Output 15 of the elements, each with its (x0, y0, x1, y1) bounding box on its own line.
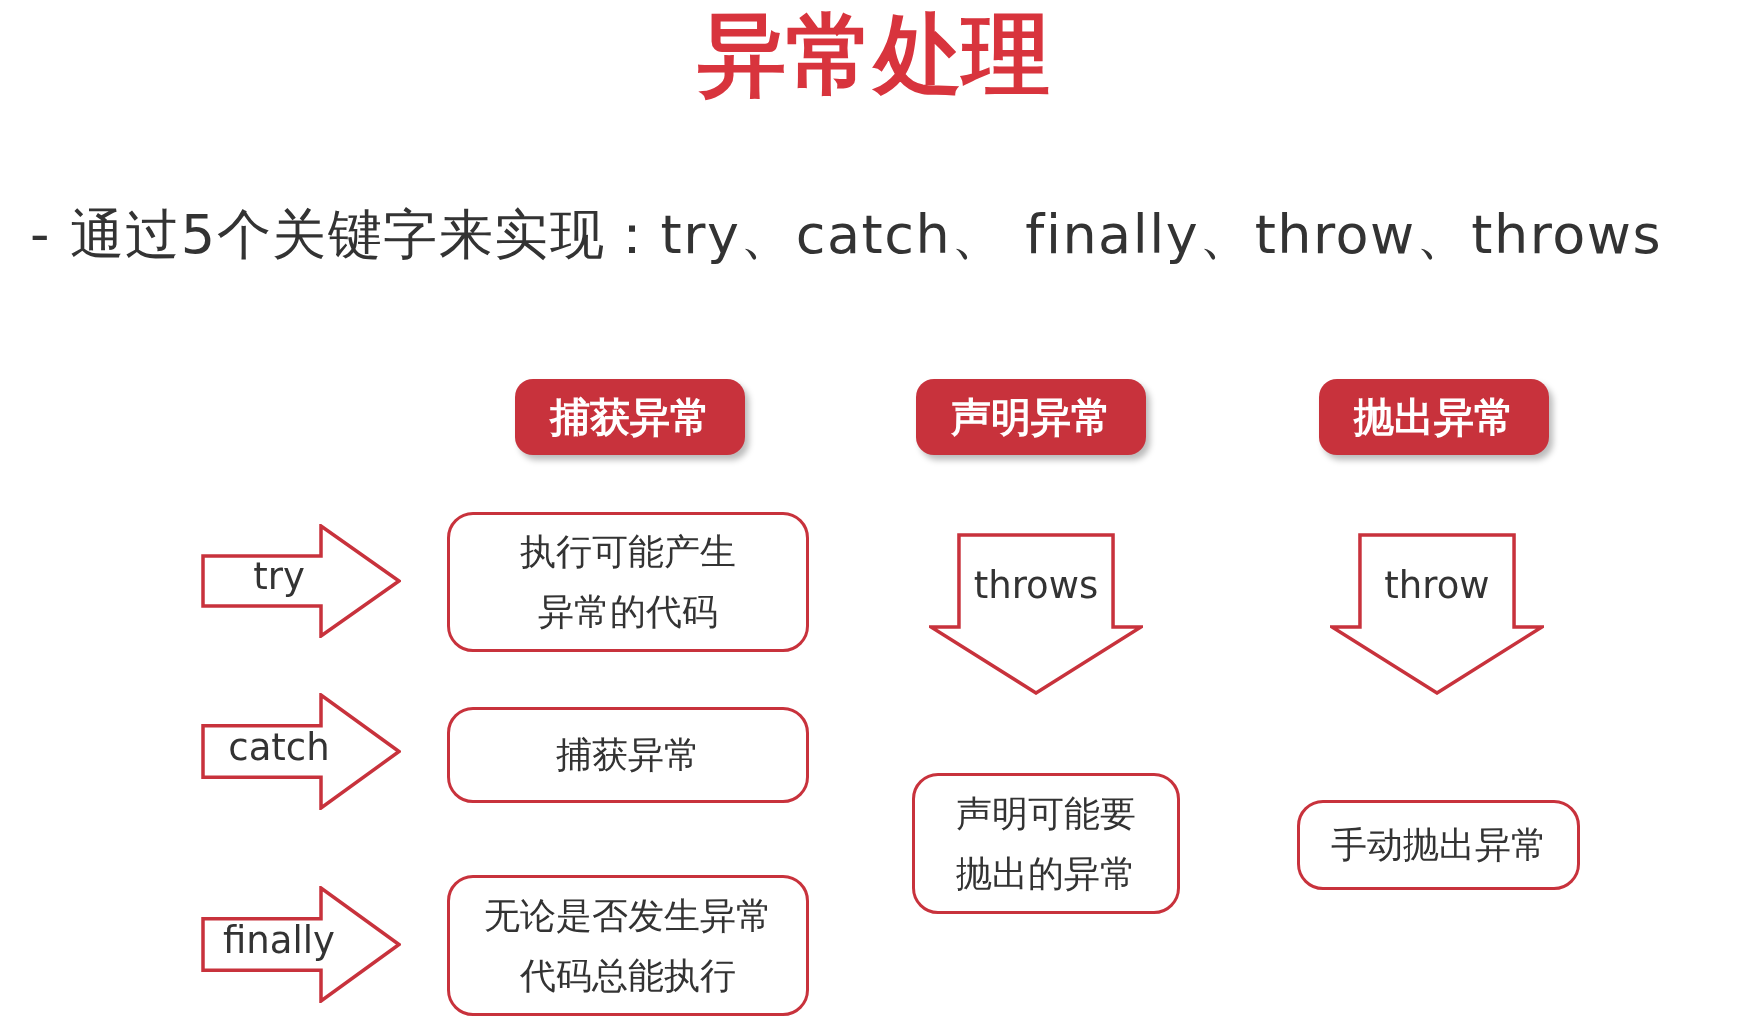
process-box: 无论是否发生异常代码总能执行 (447, 875, 809, 1016)
process-box: 声明可能要抛出的异常 (912, 773, 1180, 914)
pointer-box: throws (929, 533, 1143, 695)
heading-badge: 抛出异常 (1319, 379, 1549, 455)
heading-badge: 捕获异常 (515, 379, 745, 455)
pointer-box: finally (201, 886, 401, 1003)
subtitle: - 通过5个关键字来实现：try、catch、 finally、throw、throws (30, 202, 1663, 268)
heading-badge: 声明异常 (916, 379, 1146, 455)
process-box: 手动抛出异常 (1297, 800, 1580, 890)
process-box: 捕获异常 (447, 707, 809, 803)
pointer-box: throw (1330, 533, 1544, 695)
process-box: 执行可能产生异常的代码 (447, 512, 809, 652)
pointer-box: catch (201, 693, 401, 810)
pointer-box: try (201, 524, 401, 638)
title: 异常处理 (697, 2, 1051, 108)
